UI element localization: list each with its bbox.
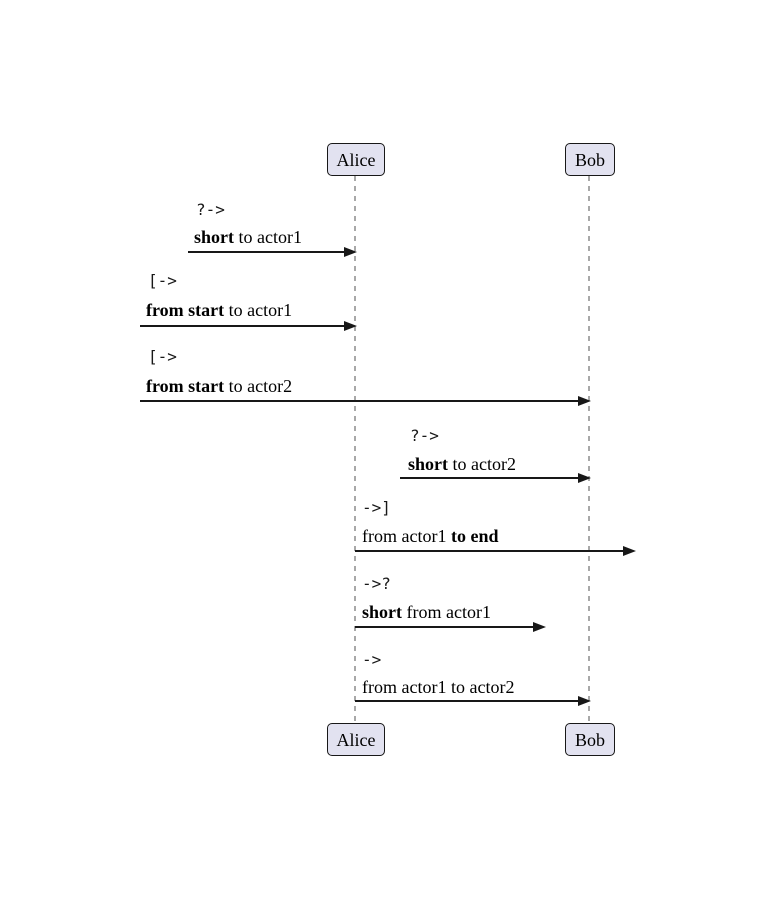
message-operator: [->	[148, 271, 177, 290]
arrowhead-icon	[344, 321, 357, 331]
actor-label-alice: Alice	[336, 149, 376, 170]
actor-box-bob-top: Bob	[565, 143, 615, 176]
actor-label-alice: Alice	[336, 729, 376, 750]
message-label: short to actor1	[194, 227, 302, 247]
actor-box-alice-bottom: Alice	[327, 723, 385, 756]
arrowhead-icon	[578, 396, 591, 406]
arrowhead-icon	[578, 473, 591, 483]
message-operator: ->	[362, 650, 382, 669]
message-label: from actor1 to actor2	[362, 677, 515, 697]
message-label: from actor1 to end	[362, 526, 499, 546]
arrowhead-icon	[344, 247, 357, 257]
actor-box-bob-bottom: Bob	[565, 723, 615, 756]
message-label: short from actor1	[362, 602, 491, 622]
message-operator: ?->	[196, 200, 225, 219]
arrowhead-icon	[623, 546, 636, 556]
arrowhead-icon	[578, 696, 591, 706]
message-label: from start to actor2	[146, 376, 293, 396]
message-operator: ->?	[362, 574, 391, 593]
message-operator: [->	[148, 347, 177, 366]
lifeline-alice	[354, 176, 356, 723]
message-operator: ?->	[410, 426, 439, 445]
actor-label-bob: Bob	[574, 149, 605, 170]
actor-label-bob: Bob	[574, 729, 605, 750]
actor-box-alice-top: Alice	[327, 143, 385, 176]
arrowhead-icon	[533, 622, 546, 632]
message-label: short to actor2	[408, 454, 516, 474]
message-label: from start to actor1	[146, 300, 293, 320]
lifeline-bob	[588, 176, 590, 723]
message-operator: ->]	[362, 498, 391, 517]
